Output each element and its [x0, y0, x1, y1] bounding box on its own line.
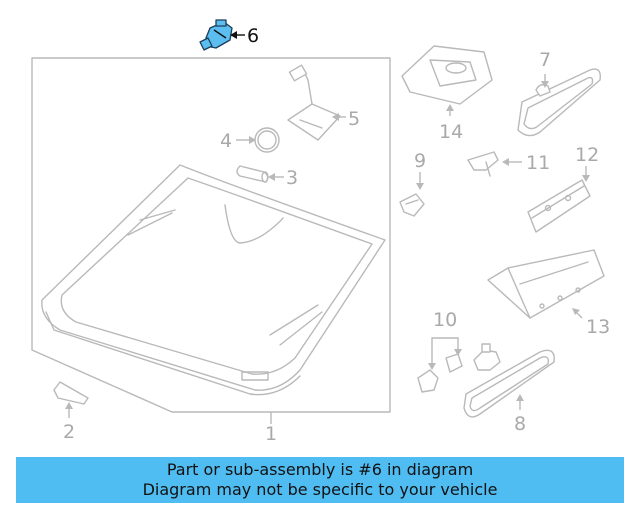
callout-4: 4: [220, 130, 232, 152]
part-13-console-tray: [487, 249, 605, 319]
callout-10: 10: [433, 309, 457, 331]
part-8-mirror: [463, 343, 555, 418]
part-11-connector: [467, 151, 499, 177]
callout-12: 12: [575, 144, 599, 166]
part-12-bracket-plate: [527, 179, 591, 233]
parts-diagram: 1 2 3 4 5 6: [31, 19, 610, 445]
part-info-banner: Part or sub-assembly is #6 in diagram Di…: [16, 457, 624, 503]
part-7-rear-view-mirror: [517, 68, 601, 137]
part-info-line-1: Part or sub-assembly is #6 in diagram: [166, 460, 474, 479]
callout-6: 6: [247, 25, 259, 47]
callout-9: 9: [414, 150, 426, 172]
callout-2: 2: [63, 421, 75, 443]
part-info-line-2: Diagram may not be specific to your vehi…: [142, 480, 498, 499]
callout-1: 1: [265, 423, 277, 445]
callout-14: 14: [439, 121, 463, 143]
part-10-clips: [417, 353, 463, 393]
part-5-sensor-bracket: [287, 64, 341, 141]
windshield-frame: [31, 57, 391, 413]
part-6-sensor-highlighted: [199, 19, 233, 51]
callout-5: 5: [348, 108, 360, 130]
part-2-bracket: [53, 381, 89, 405]
callout-8: 8: [514, 413, 526, 435]
callout-7: 7: [539, 49, 551, 71]
part-1-windshield: [41, 164, 386, 396]
part-4-ring: [254, 127, 280, 153]
callout-3: 3: [286, 167, 298, 189]
part-14-lamp-housing: [401, 45, 493, 105]
callout-11: 11: [526, 152, 550, 174]
part-9-clip: [399, 193, 425, 217]
part-3-pin: [236, 165, 269, 183]
callout-13: 13: [586, 316, 610, 338]
